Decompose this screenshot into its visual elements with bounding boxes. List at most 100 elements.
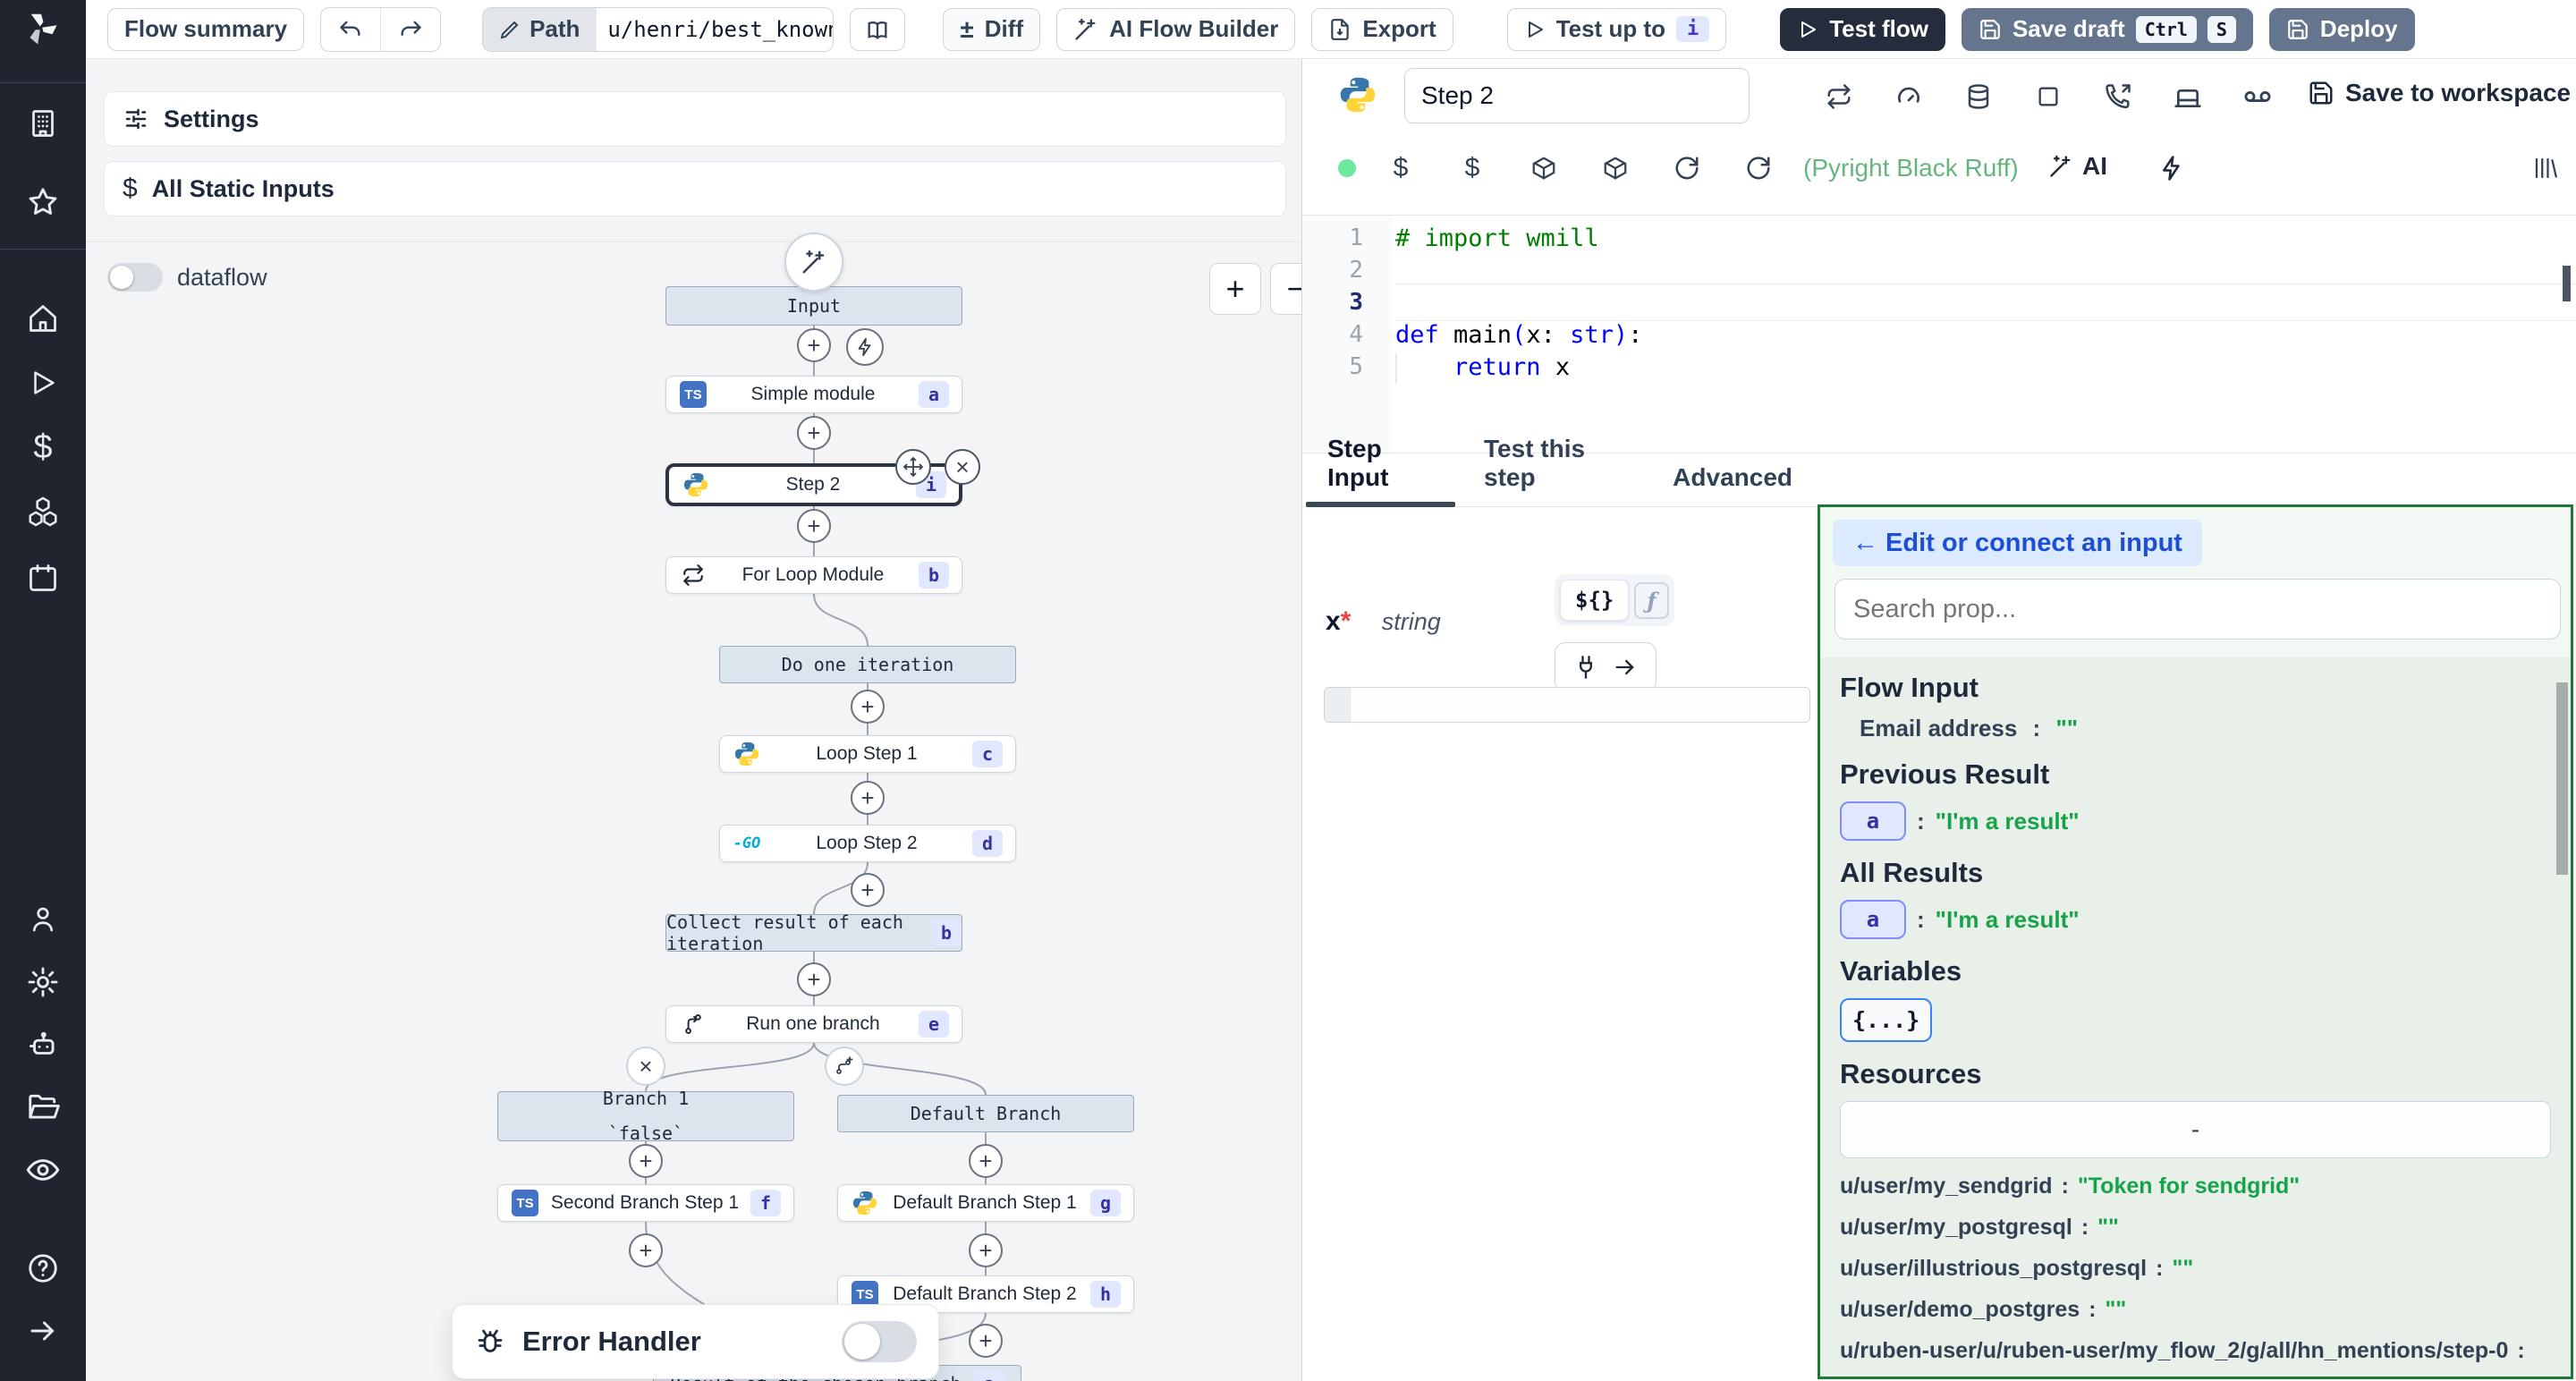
- resource-row[interactable]: u/user/my_postgresql:"": [1840, 1215, 2551, 1241]
- export-button[interactable]: Export: [1311, 8, 1453, 51]
- drag-gutter[interactable]: [1325, 688, 1351, 722]
- add-step-button[interactable]: +: [969, 1144, 1003, 1178]
- ai-suggest-button[interactable]: [784, 233, 843, 292]
- connect-plug-button[interactable]: [1555, 642, 1657, 692]
- add-step-button[interactable]: +: [629, 1233, 663, 1267]
- add-branch-button[interactable]: [825, 1046, 864, 1086]
- add-step-button[interactable]: +: [797, 416, 831, 450]
- resources-cubes-icon[interactable]: [25, 494, 61, 530]
- suspend-phone-icon[interactable]: [2098, 77, 2138, 116]
- panel-scrollbar-thumb[interactable]: [2556, 682, 2568, 875]
- code-editor[interactable]: 1 2 3 4 5 # import wmill def main(x: str…: [1302, 215, 2576, 453]
- test-up-to-button[interactable]: Test up to i: [1507, 8, 1727, 51]
- redo-button[interactable]: [380, 8, 440, 51]
- settings-gear-icon[interactable]: [25, 964, 61, 1000]
- add-step-button[interactable]: +: [969, 1324, 1003, 1358]
- diff-button[interactable]: ± Diff: [943, 8, 1040, 51]
- edit-or-connect-header-button[interactable]: ← Edit or connect an input: [1833, 520, 2202, 566]
- early-stop-gauge-icon[interactable]: [1889, 77, 1928, 116]
- add-step-button[interactable]: +: [797, 962, 831, 996]
- path-edit-button[interactable]: Path: [483, 8, 596, 51]
- flow-input-row[interactable]: Email address : "": [1840, 715, 2551, 742]
- favorites-star-icon[interactable]: [25, 184, 61, 220]
- retries-repeat-icon[interactable]: [1819, 77, 1859, 116]
- flow-node-do-one-iteration[interactable]: Do one iteration: [719, 646, 1016, 683]
- windmill-logo[interactable]: [23, 11, 59, 47]
- reload-icon[interactable]: [1739, 148, 1778, 188]
- expand-sidebar-arrow-icon[interactable]: [25, 1313, 61, 1349]
- step-name-input[interactable]: [1404, 68, 1750, 123]
- tab-advanced[interactable]: Advanced: [1648, 463, 1818, 506]
- resource-row[interactable]: u/ruben-user/u/ruben-user/my_flow_2/g/al…: [1840, 1338, 2551, 1377]
- flow-node-input[interactable]: Input: [665, 286, 962, 326]
- resource-row[interactable]: u/user/illustrious_postgresql:"": [1840, 1256, 2551, 1282]
- static-inputs-dollar-icon[interactable]: $: [1381, 148, 1420, 188]
- flow-node-loop-step-2[interactable]: -GO Loop Step 2 d: [719, 825, 1016, 862]
- add-step-button[interactable]: +: [629, 1144, 663, 1178]
- trigger-bolt-button[interactable]: [846, 328, 884, 366]
- variables-dollar-icon[interactable]: $: [25, 429, 61, 465]
- flow-node-default-branch[interactable]: Default Branch: [837, 1095, 1134, 1132]
- voicemail-icon[interactable]: [2238, 77, 2277, 116]
- remove-branch-button[interactable]: ×: [626, 1046, 665, 1086]
- add-step-button[interactable]: +: [851, 873, 885, 907]
- save-draft-button[interactable]: Save draft Ctrl S: [1962, 8, 2253, 51]
- flow-node-default-branch-step-1[interactable]: Default Branch Step 1 g: [837, 1184, 1134, 1222]
- search-prop-input[interactable]: [1835, 579, 2561, 640]
- move-step-handle[interactable]: [895, 449, 931, 485]
- dollar-icon[interactable]: $: [1453, 148, 1492, 188]
- library-panel-icon[interactable]: [2526, 148, 2565, 188]
- flow-node-for-loop-module[interactable]: For Loop Module b: [665, 556, 962, 594]
- flow-summary-button[interactable]: Flow summary: [107, 8, 304, 51]
- workers-robot-icon[interactable]: [25, 1027, 61, 1063]
- delete-step-button[interactable]: ×: [945, 449, 980, 485]
- add-step-button[interactable]: +: [969, 1233, 1003, 1267]
- help-icon[interactable]: [25, 1250, 61, 1286]
- add-step-button[interactable]: +: [851, 781, 885, 815]
- schedules-calendar-icon[interactable]: [25, 560, 61, 596]
- audit-eye-icon[interactable]: [25, 1152, 61, 1188]
- cache-database-icon[interactable]: [1959, 77, 1998, 116]
- run-bolt-icon[interactable]: [2152, 148, 2191, 188]
- sleep-bed-icon[interactable]: [2168, 77, 2207, 116]
- undo-button[interactable]: [321, 8, 380, 51]
- home-icon[interactable]: [25, 301, 61, 336]
- tab-step-input[interactable]: Step Input: [1302, 435, 1459, 506]
- variables-object-badge[interactable]: {...}: [1840, 998, 1932, 1042]
- tab-test-this-step[interactable]: Test this step: [1459, 435, 1648, 506]
- runs-play-icon[interactable]: [25, 365, 61, 401]
- package-icon[interactable]: [1524, 148, 1563, 188]
- resource-row[interactable]: u/user/demo_postgres:"": [1840, 1297, 2551, 1323]
- test-flow-button[interactable]: Test flow: [1780, 8, 1945, 51]
- template-mode-button[interactable]: ${}: [1560, 580, 1629, 621]
- path-value-field[interactable]: u/henri/best_known: [596, 8, 833, 51]
- mock-square-icon[interactable]: [2029, 77, 2068, 116]
- flow-canvas[interactable]: Settings $ All Static Inputs dataflow + …: [86, 59, 1302, 1381]
- add-step-button[interactable]: +: [797, 509, 831, 543]
- expression-input[interactable]: [1324, 687, 1810, 723]
- error-handler-toggle[interactable]: [842, 1321, 917, 1362]
- flow-node-second-branch-step-1[interactable]: TS Second Branch Step 1 f: [497, 1184, 794, 1222]
- folders-icon[interactable]: [25, 1089, 61, 1125]
- flow-node-loop-step-1[interactable]: Loop Step 1 c: [719, 735, 1016, 773]
- flow-node-simple-module[interactable]: TS Simple module a: [665, 376, 962, 413]
- add-step-button[interactable]: +: [797, 328, 831, 362]
- deploy-button[interactable]: Deploy: [2269, 8, 2415, 51]
- user-icon[interactable]: [25, 902, 61, 937]
- reload-icon[interactable]: [1667, 148, 1707, 188]
- function-mode-button[interactable]: ƒ: [1634, 582, 1668, 619]
- previous-result-row[interactable]: a : "I'm a result": [1840, 801, 2551, 841]
- step-id-badge[interactable]: a: [1840, 900, 1906, 939]
- flow-node-branch-1[interactable]: Branch 1 `false`: [497, 1091, 794, 1141]
- ai-flow-builder-button[interactable]: AI Flow Builder: [1056, 8, 1295, 51]
- flow-node-collect-result[interactable]: Collect result of each iteration b: [665, 914, 962, 952]
- code-assistants-label[interactable]: (Pyright Black Ruff): [1803, 154, 2019, 182]
- all-results-row[interactable]: a : "I'm a result": [1840, 900, 2551, 939]
- docs-book-button[interactable]: [850, 8, 905, 51]
- save-to-workspace-button[interactable]: Save to workspace: [2308, 79, 2571, 107]
- flow-node-run-one-branch[interactable]: Run one branch e: [665, 1005, 962, 1043]
- editor-scrollbar-thumb[interactable]: [2563, 266, 2571, 301]
- add-step-button[interactable]: +: [851, 690, 885, 724]
- step-id-badge[interactable]: a: [1840, 801, 1906, 841]
- workspace-building-icon[interactable]: [25, 106, 61, 141]
